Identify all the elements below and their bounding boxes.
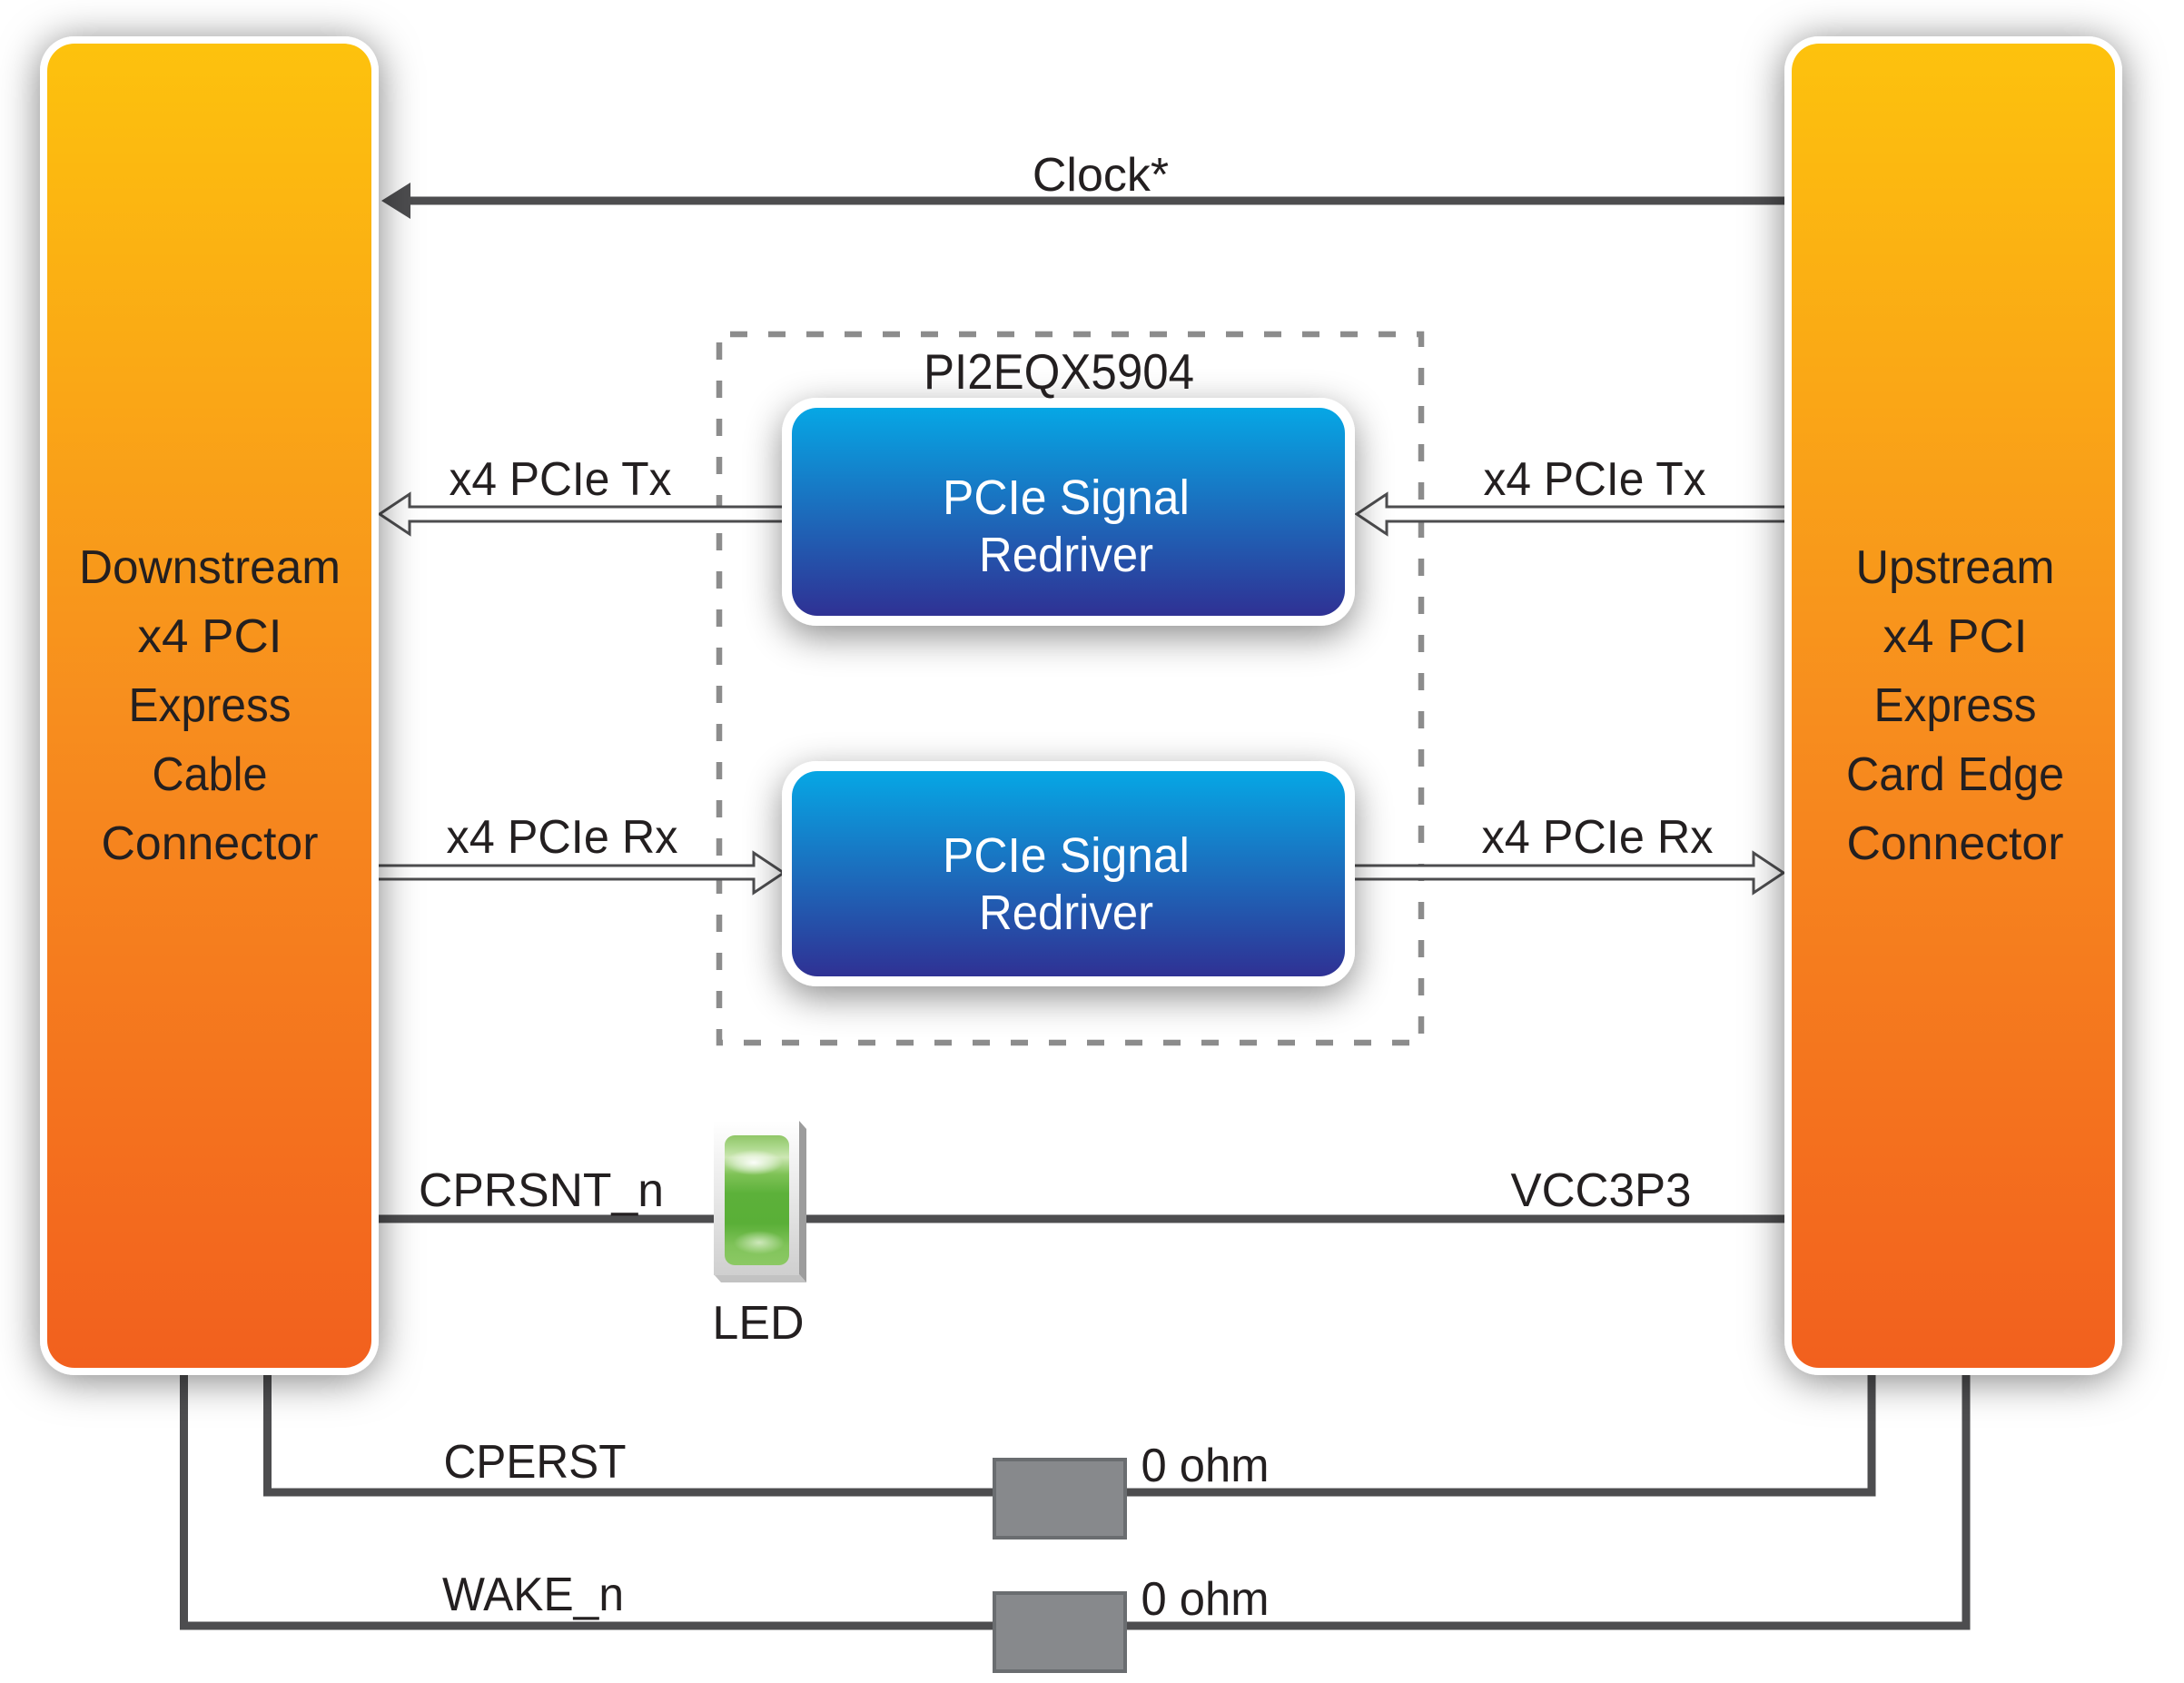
- svg-text:Express: Express: [1874, 679, 2037, 732]
- svg-text:PCIe Signal: PCIe Signal: [943, 470, 1190, 525]
- svg-text:VCC3P3: VCC3P3: [1511, 1164, 1692, 1217]
- svg-text:Connector: Connector: [102, 817, 319, 870]
- svg-text:x4 PCI: x4 PCI: [138, 610, 282, 663]
- svg-text:x4 PCI: x4 PCI: [1883, 610, 2028, 663]
- svg-text:Connector: Connector: [1847, 817, 2064, 870]
- svg-text:Card Edge: Card Edge: [1846, 748, 2064, 801]
- svg-text:Cable: Cable: [153, 748, 268, 801]
- svg-text:Express: Express: [129, 679, 292, 732]
- svg-text:Redriver: Redriver: [979, 528, 1153, 582]
- svg-text:CPERST: CPERST: [444, 1436, 627, 1489]
- svg-text:Clock*: Clock*: [1033, 149, 1169, 202]
- svg-text:Upstream: Upstream: [1856, 541, 2055, 594]
- svg-text:x4 PCIe Rx: x4 PCIe Rx: [447, 811, 678, 864]
- svg-text:LED: LED: [712, 1297, 804, 1350]
- svg-text:PCIe Signal: PCIe Signal: [943, 828, 1190, 883]
- svg-text:CPRSNT_n: CPRSNT_n: [419, 1164, 664, 1217]
- svg-text:PI2EQX5904: PI2EQX5904: [924, 343, 1194, 400]
- svg-text:0 ohm: 0 ohm: [1141, 1573, 1270, 1626]
- svg-text:x4 PCIe Tx: x4 PCIe Tx: [450, 453, 672, 506]
- svg-text:Downstream: Downstream: [79, 541, 341, 594]
- svg-text:x4 PCIe Tx: x4 PCIe Tx: [1484, 453, 1706, 506]
- svg-text:x4 PCIe Rx: x4 PCIe Rx: [1482, 811, 1714, 864]
- svg-text:WAKE_n: WAKE_n: [442, 1569, 624, 1621]
- svg-text:Redriver: Redriver: [979, 886, 1153, 940]
- svg-text:0 ohm: 0 ohm: [1141, 1440, 1270, 1492]
